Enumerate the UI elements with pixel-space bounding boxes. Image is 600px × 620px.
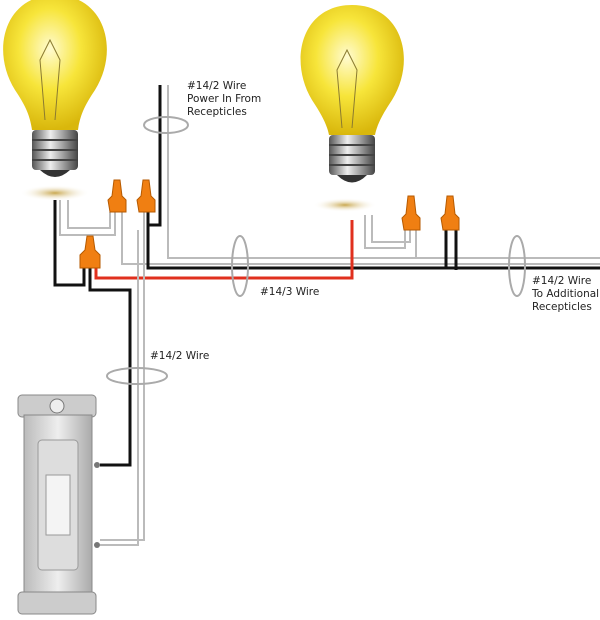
label-line: #14/2 Wire [187, 80, 247, 92]
label-line: Recepticles [532, 301, 592, 313]
glow [20, 185, 90, 201]
label-power-in: #14/2 Wire Power In From Recepticles [187, 80, 261, 119]
label-additional: #14/2 Wire To Additional Recepticles [532, 275, 599, 314]
label-14-3-wire: #14/3 Wire [260, 286, 320, 298]
label-switch-wire: #14/2 Wire [150, 350, 210, 362]
light-switch [17, 394, 100, 615]
wire-nut [401, 195, 421, 231]
wire-nut [79, 235, 101, 269]
label-line: #14/2 Wire [532, 275, 592, 287]
wire-nut [107, 179, 127, 213]
label-line: Power In From [187, 93, 262, 105]
wire-nuts [79, 179, 460, 269]
switch-toggle [45, 474, 71, 536]
cable-sheaths [106, 116, 526, 385]
wire-nut [440, 195, 460, 231]
light-bulb-1 [3, 0, 107, 201]
label-line: To Additional [532, 288, 600, 300]
wires [53, 85, 600, 546]
glow [313, 198, 377, 212]
light-bulb-2 [300, 5, 404, 212]
wire-nut [136, 179, 156, 213]
label-line: Recepticles [187, 106, 247, 118]
